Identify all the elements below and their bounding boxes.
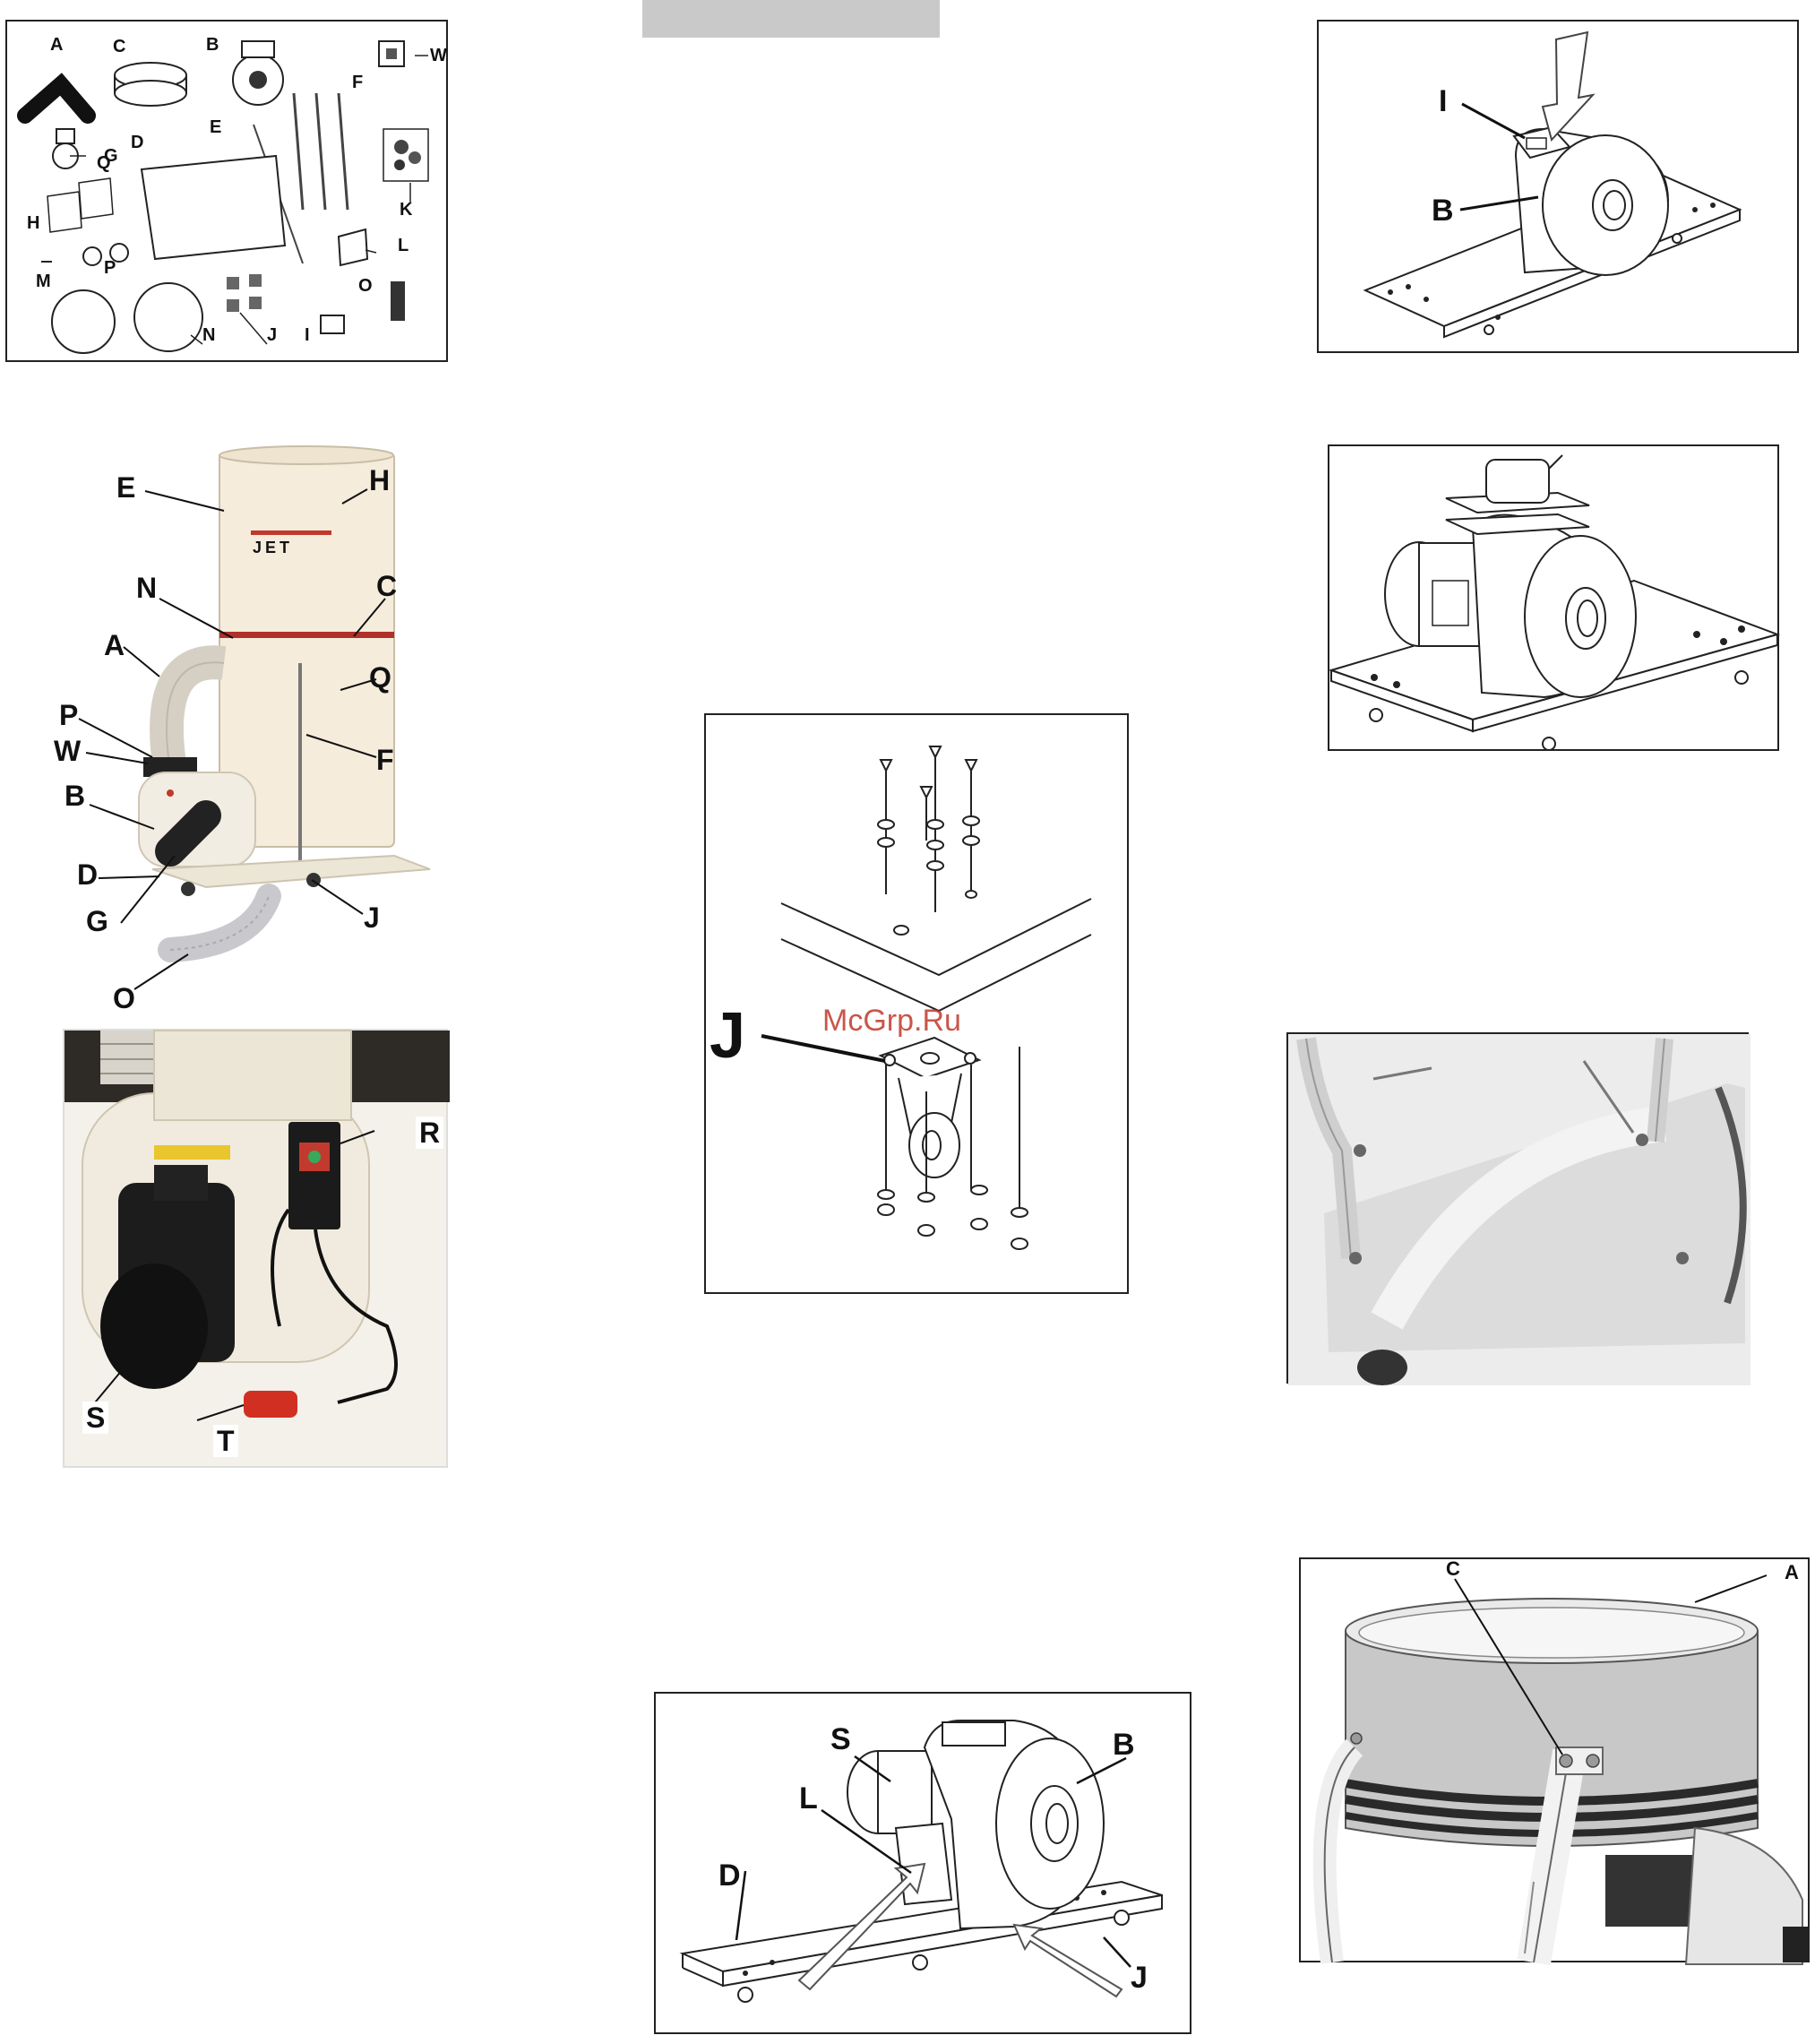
parts-kit-figure: A C B W G D E F Q H K L M P O N J I (5, 20, 448, 362)
watermark: McGrp.Ru (822, 1004, 961, 1039)
inlet-label-i: I (1439, 86, 1447, 116)
kit-label-w: W (430, 47, 447, 65)
motor-switch-photo: R S T (63, 1029, 448, 1468)
kit-label-o: O (358, 277, 373, 295)
collector-label-h: H (369, 466, 390, 495)
collector-drawing (54, 448, 484, 1022)
motor-switch-drawing (65, 1031, 450, 1470)
parts-kit-drawing (7, 22, 450, 364)
jet-logo: JET (253, 539, 293, 556)
blower-assembly-figure (1328, 444, 1779, 751)
kit-label-a: A (50, 36, 63, 54)
inlet-label-b: B (1432, 195, 1454, 226)
collector-label-n: N (136, 574, 157, 602)
caster-mounting-figure: J McGrp.Ru (704, 713, 1129, 1294)
drum-bracket-drawing (1301, 1559, 1811, 1964)
drum-bracket-figure: C A (1299, 1557, 1810, 1962)
stand-frame-drawing (1288, 1034, 1750, 1385)
kit-label-h: H (27, 214, 39, 232)
kit-label-l: L (398, 237, 409, 254)
blower-inlet-figure: I B (1317, 20, 1799, 353)
collector-label-a: A (104, 631, 125, 660)
blower-inlet-drawing (1319, 22, 1801, 355)
blower-label-d: D (718, 1860, 741, 1891)
drum-label-a: A (1785, 1563, 1799, 1583)
kit-label-f: F (352, 73, 363, 91)
collector-label-j: J (364, 903, 380, 932)
collector-label-w: W (54, 737, 81, 765)
collector-label-p: P (59, 701, 78, 729)
kit-label-p: P (104, 259, 116, 277)
motor-label-r: R (416, 1117, 443, 1149)
kit-label-n: N (202, 326, 215, 344)
motor-label-s: S (82, 1401, 108, 1434)
collector-label-d: D (77, 860, 98, 889)
kit-label-d: D (131, 134, 143, 151)
kit-label-j: J (267, 326, 277, 344)
blower-label-b: B (1113, 1729, 1135, 1760)
blower-base-figure: S B L D J (654, 1692, 1191, 2034)
collector-label-b: B (65, 781, 85, 810)
collector-label-e: E (116, 473, 135, 502)
section-header-bar (642, 0, 940, 38)
blower-label-s: S (830, 1724, 851, 1755)
blower-label-j: J (1131, 1962, 1148, 1993)
collector-label-f: F (376, 746, 394, 774)
kit-label-e: E (210, 118, 221, 136)
kit-label-q: Q (97, 154, 111, 172)
kit-label-k: K (400, 201, 412, 219)
collector-label-g: G (86, 907, 108, 936)
kit-label-c: C (113, 38, 125, 56)
kit-label-b: B (206, 36, 219, 54)
drum-label-c: C (1446, 1559, 1460, 1579)
collector-photo: E H JET N C A Q P W F B D G J O (54, 448, 484, 1022)
blower-label-l: L (799, 1783, 818, 1814)
stand-frame-figure (1286, 1032, 1749, 1384)
caster-label-j: J (710, 1004, 745, 1068)
collector-label-o: O (113, 984, 135, 1013)
collector-label-c: C (376, 572, 397, 600)
kit-label-m: M (36, 272, 51, 290)
kit-label-i: I (305, 326, 310, 344)
collector-label-q: Q (369, 663, 391, 692)
blower-assembly-drawing (1329, 446, 1781, 753)
motor-label-t: T (213, 1425, 238, 1457)
